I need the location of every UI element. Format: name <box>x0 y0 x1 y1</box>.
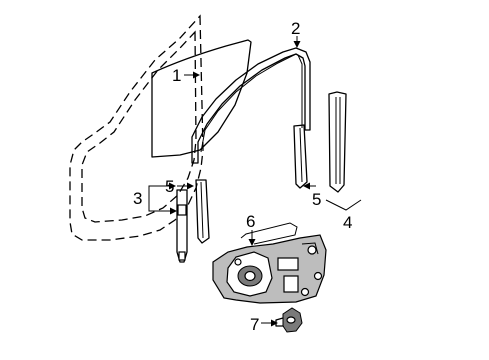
callout-6: 6 <box>246 212 255 231</box>
callout-5-right: 5 <box>312 190 321 209</box>
fastener <box>275 307 303 333</box>
leader-lines <box>148 36 362 327</box>
callout-5-left: 5 <box>165 177 174 196</box>
weatherstrip-right <box>293 124 308 189</box>
callout-3: 3 <box>133 189 142 208</box>
guide-bracket <box>176 189 188 263</box>
glass-run-channel <box>191 47 311 164</box>
door-glass <box>151 39 252 158</box>
callout-4: 4 <box>343 213 352 232</box>
door-outline <box>69 14 204 241</box>
weatherstrip-left <box>195 179 210 244</box>
callout-7: 7 <box>250 315 259 334</box>
window-regulator <box>212 222 327 304</box>
callout-1: 1 <box>172 66 181 85</box>
callout-2: 2 <box>291 19 300 38</box>
rear-channel <box>328 91 347 193</box>
